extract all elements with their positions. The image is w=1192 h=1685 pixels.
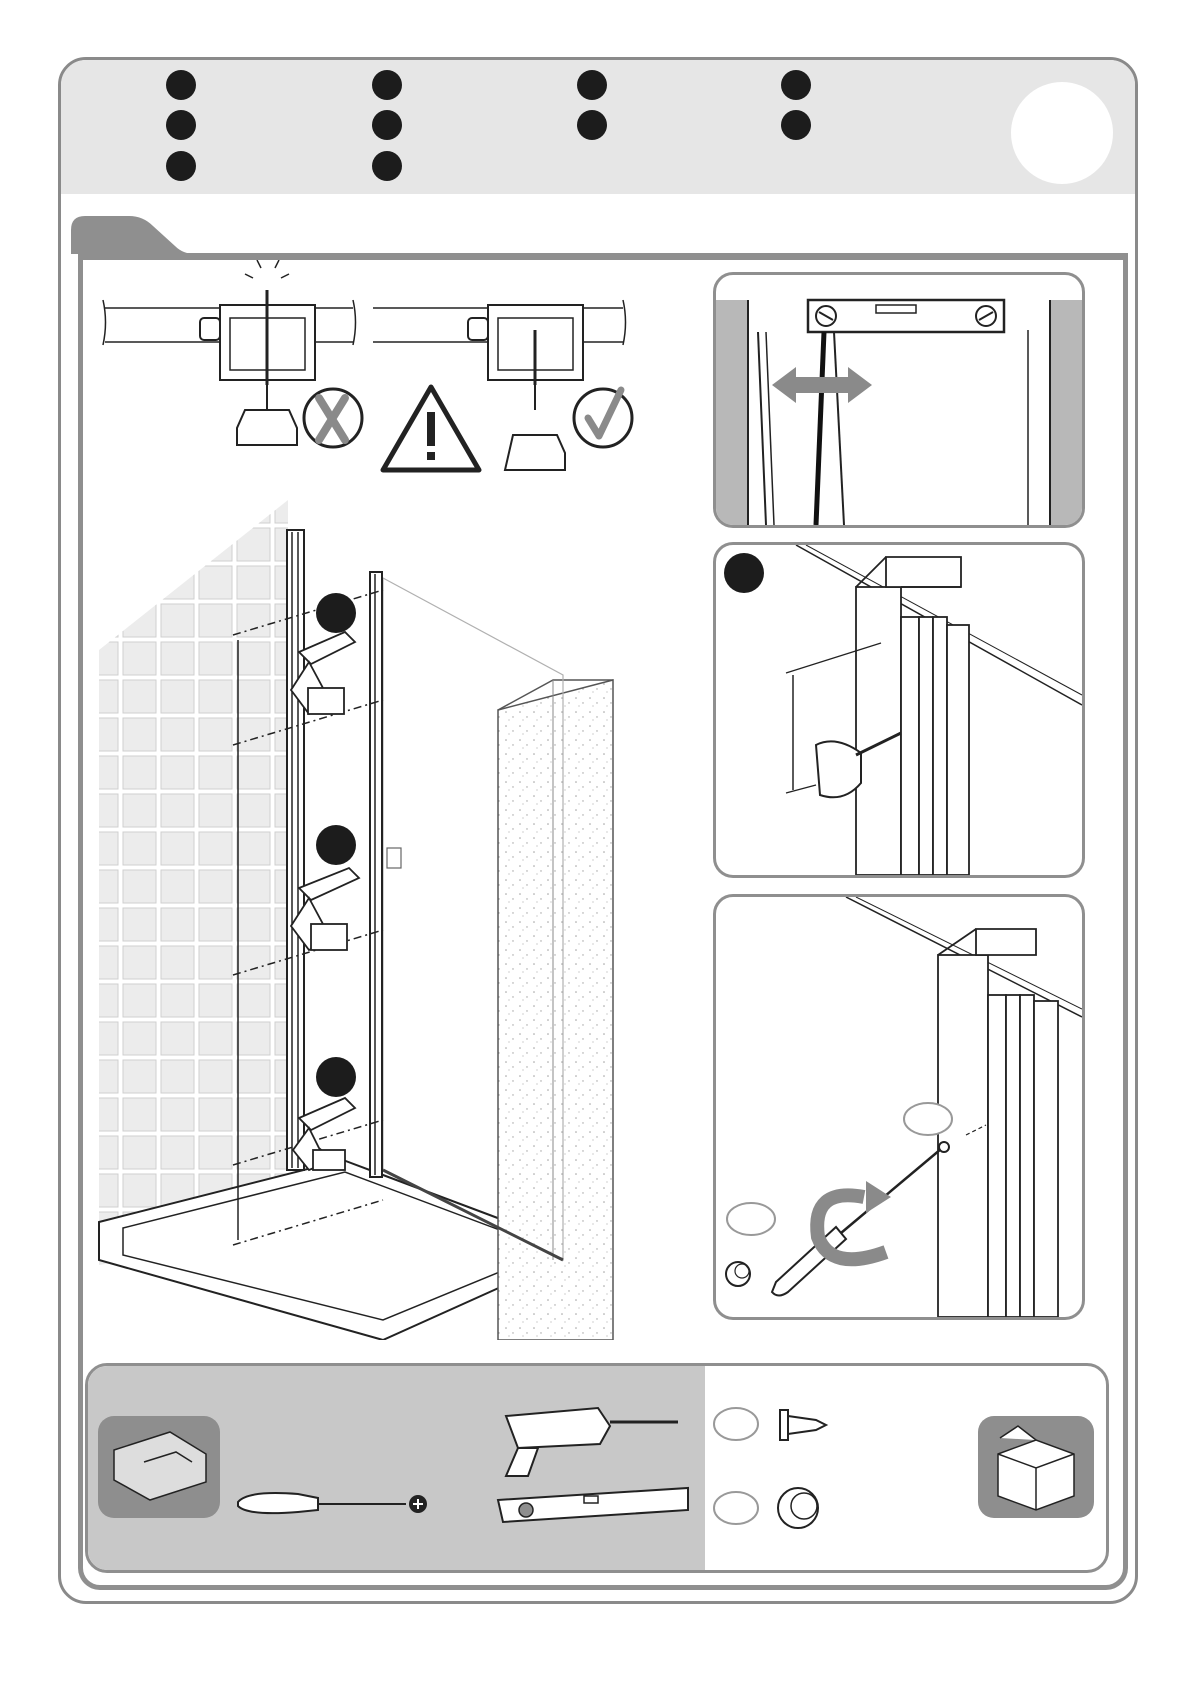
language-marker <box>781 70 811 100</box>
level-check-panel <box>713 272 1085 528</box>
drill-detail-panel <box>713 542 1085 878</box>
correct-icon <box>574 389 632 447</box>
language-marker <box>781 110 811 140</box>
language-marker <box>372 151 402 181</box>
language-marker <box>577 70 607 100</box>
detail-marker <box>724 553 764 593</box>
open-box-icon <box>978 1416 1094 1518</box>
instruction-page-frame <box>58 57 1138 1604</box>
wall-profile-icon <box>98 1416 220 1518</box>
cap-ref-label <box>727 1203 775 1235</box>
cover-cap-icon <box>726 1262 750 1286</box>
cap-part-icon <box>714 1488 818 1528</box>
language-marker <box>372 70 402 100</box>
screwdriver-icon <box>772 1142 949 1296</box>
profile-detail <box>856 557 969 875</box>
screw-ref-label <box>904 1103 952 1135</box>
language-marker <box>166 110 196 140</box>
language-marker <box>166 151 196 181</box>
side-wall-section <box>498 680 613 1340</box>
spirit-level-icon <box>808 300 1004 332</box>
language-marker <box>166 70 196 100</box>
phillips-screwdriver-icon <box>238 1493 427 1513</box>
wrong-icon <box>304 389 362 447</box>
main-illustration <box>83 260 703 1340</box>
marker-b <box>316 825 356 865</box>
step-number-circle <box>1011 82 1113 184</box>
tiled-wall <box>99 500 288 1265</box>
screw-fixing-panel <box>713 894 1085 1320</box>
language-marker <box>372 110 402 140</box>
warning-icon <box>383 387 479 470</box>
rotate-arrow-icon <box>817 1181 891 1259</box>
language-marker <box>577 110 607 140</box>
marker-c <box>316 1057 356 1097</box>
tools-and-parts <box>85 1363 1109 1573</box>
drill-icon <box>506 1408 678 1476</box>
marker-a <box>316 593 356 633</box>
spirit-level-tool-icon <box>498 1488 688 1522</box>
screw-part-icon <box>714 1408 826 1440</box>
language-header <box>61 60 1135 194</box>
wall-bracket <box>387 848 401 868</box>
